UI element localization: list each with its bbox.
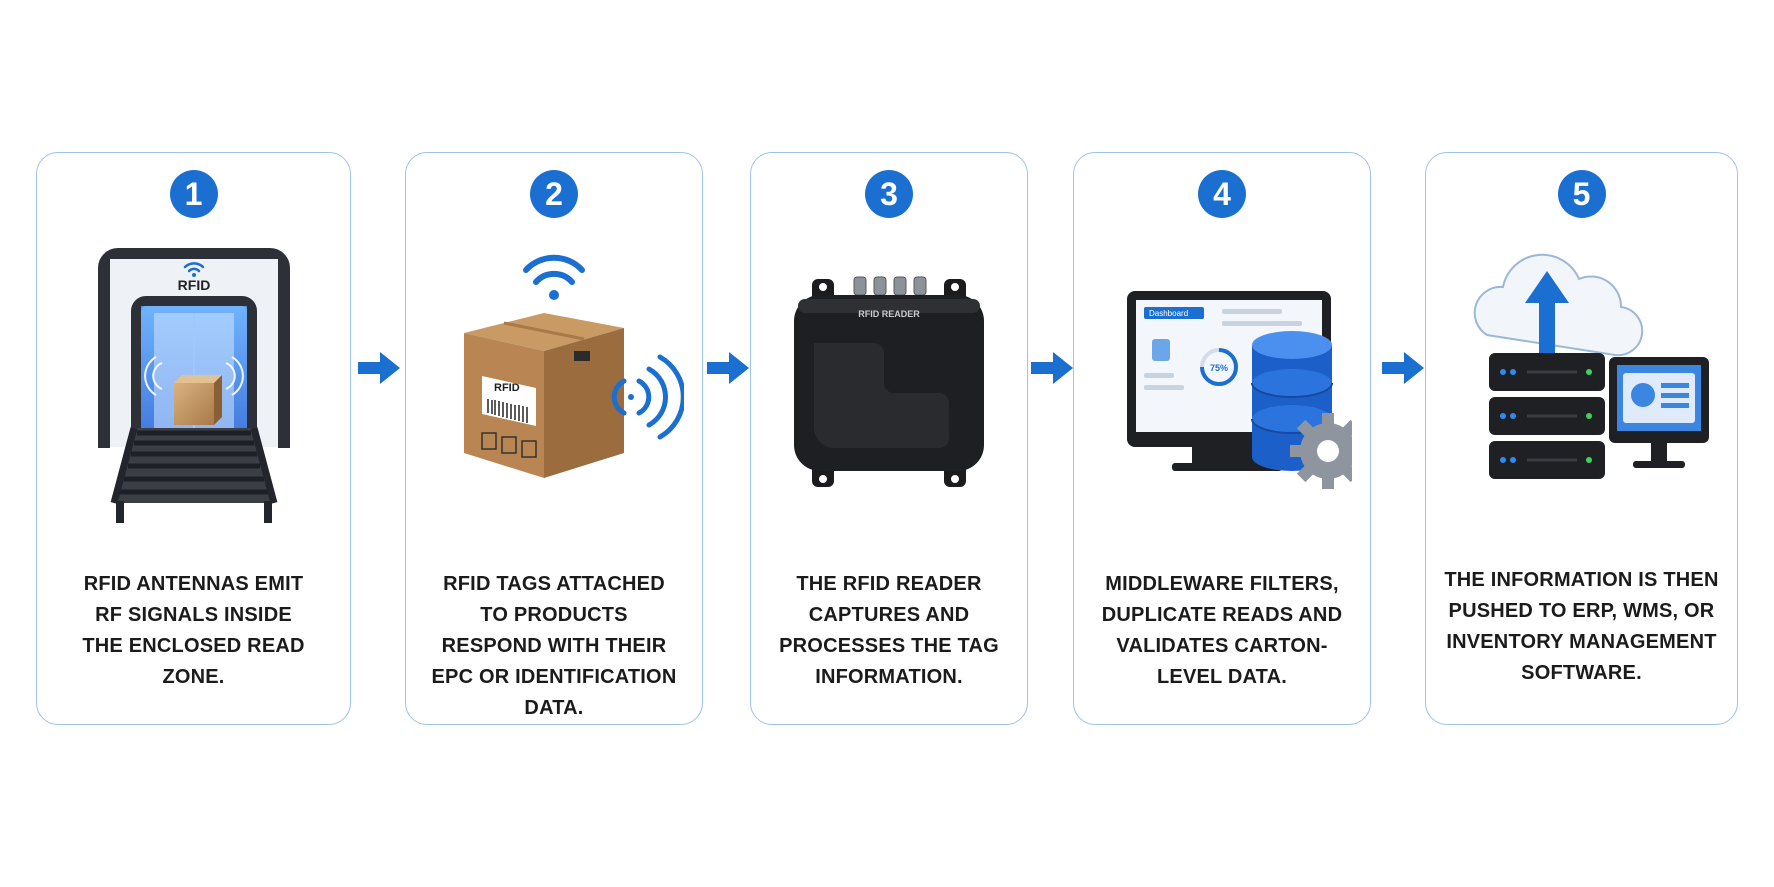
step-card-2: 2 RFID bbox=[405, 152, 703, 725]
step-description-4: MIDDLEWARE FILTERS, DUPLICATE READS AND … bbox=[1092, 569, 1352, 693]
svg-text:RFID: RFID bbox=[177, 277, 210, 293]
svg-text:RFID READER: RFID READER bbox=[858, 309, 920, 319]
right-arrow-icon bbox=[1382, 352, 1424, 384]
step-description-3: THE RFID READER CAPTURES AND PROCESSES T… bbox=[761, 569, 1017, 693]
step-description-5: THE INFORMATION IS THEN PUSHED TO ERP, W… bbox=[1442, 565, 1721, 689]
svg-text:75%: 75% bbox=[1210, 363, 1228, 373]
svg-text:Dashboard: Dashboard bbox=[1149, 309, 1188, 318]
step-description-1: RFID ANTENNAS EMIT RF SIGNALS INSIDE THE… bbox=[77, 569, 310, 693]
step-number-3: 3 bbox=[865, 170, 913, 218]
right-arrow-icon bbox=[1031, 352, 1073, 384]
step-number-5: 5 bbox=[1558, 170, 1606, 218]
step-number-4: 4 bbox=[1198, 170, 1246, 218]
step-card-3: 3 RFID READER THE RFID READER CAPTURES A… bbox=[750, 152, 1028, 725]
step-number-1: 1 bbox=[170, 170, 218, 218]
right-arrow-icon bbox=[707, 352, 749, 384]
step-card-5: 5 bbox=[1425, 152, 1738, 725]
step-card-1: 1 RFID bbox=[36, 152, 351, 725]
step-card-4: 4 Dashboard 75% bbox=[1073, 152, 1371, 725]
step-number-2: 2 bbox=[530, 170, 578, 218]
svg-text:RFID: RFID bbox=[494, 382, 520, 394]
step-description-2: RFID TAGS ATTACHED TO PRODUCTS RESPOND W… bbox=[428, 569, 680, 724]
right-arrow-icon bbox=[358, 352, 400, 384]
